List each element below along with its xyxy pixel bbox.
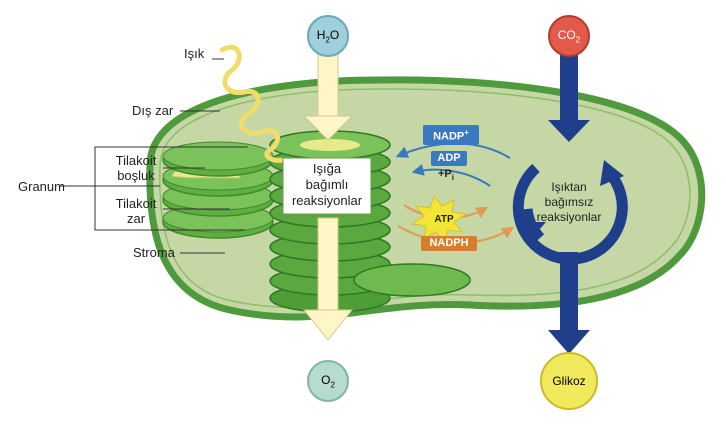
- label-granum: Granum: [18, 179, 65, 194]
- glikoz-output-arrow: [548, 252, 590, 354]
- h2o-o: O: [329, 28, 340, 42]
- tilakoit-bosluk-line2: boşluk: [117, 168, 155, 183]
- label-tilakoit-zar: Tilakoit zar: [108, 196, 164, 226]
- dark-reactions-text: Işıktan bağımsız reaksiyonlar: [529, 180, 609, 225]
- calvin-cycle-ring: [512, 160, 628, 265]
- left-granum: [162, 141, 274, 239]
- o2-circle: [307, 360, 349, 402]
- h2o-subscript: 2: [325, 35, 330, 45]
- o2-output-arrow: [302, 217, 354, 341]
- light-reactions-line3: reaksiyonlar: [291, 193, 363, 208]
- label-dis-zar: Dış zar: [132, 103, 174, 118]
- co2-input-arrow: [548, 52, 590, 142]
- o2-o: O: [321, 373, 331, 387]
- atp-label: ATP: [434, 214, 454, 225]
- tilakoit-zar-line1: Tilakoit: [115, 196, 157, 211]
- dark-reactions-line2: bağımsız: [544, 195, 594, 209]
- glikoz-circle: [540, 352, 598, 410]
- label-stroma: Stroma: [133, 245, 175, 260]
- light-reactions-line1: Işığa: [312, 161, 342, 176]
- nadp-badge: NADP+: [423, 125, 479, 145]
- o2-subscript: 2: [330, 380, 335, 390]
- pi-subscript: i: [451, 173, 454, 183]
- stroma-thylakoid: [353, 263, 471, 297]
- label-connectors: [60, 58, 248, 254]
- adp-badge: ADP: [431, 151, 467, 166]
- co2-label: CO2: [549, 28, 589, 44]
- dark-reactions-line1: Işıktan: [551, 180, 587, 194]
- h2o-circle: [307, 15, 349, 57]
- pi-label: +Pi: [438, 167, 454, 185]
- co2-subscript: 2: [575, 35, 581, 45]
- nadp-text: NADP: [433, 130, 465, 143]
- nadph-badge: NADPH: [421, 236, 477, 251]
- co2-circle: [548, 15, 590, 57]
- light-wave: [219, 45, 287, 163]
- h2o-input-arrow: [302, 51, 354, 141]
- tilakoit-bosluk-line1: Tilakoit: [115, 153, 157, 168]
- o2-label: O2: [308, 373, 348, 389]
- nadp-superscript: +: [464, 128, 469, 137]
- pi-prefix: +P: [438, 168, 452, 180]
- light-reaction-box: [282, 157, 372, 215]
- chloroplast-inner-membrane: [159, 88, 691, 309]
- tilakoit-zar-line2: zar: [126, 211, 146, 226]
- co2-co: CO: [557, 28, 576, 42]
- adp-return-arrow: [411, 163, 491, 187]
- h2o-label: H2O: [308, 28, 348, 44]
- h2o-h: H: [316, 28, 326, 42]
- light-reactions-text: Işığa bağımlı reaksiyonlar: [283, 161, 371, 209]
- dark-reactions-line3: reaksiyonlar: [536, 210, 602, 224]
- label-isik: Işık: [184, 46, 205, 61]
- label-tilakoit-bosluk: Tilakoit boşluk: [108, 153, 164, 183]
- glikoz-label: Glikoz: [552, 374, 586, 388]
- light-reactions-line2: bağımlı: [305, 177, 349, 192]
